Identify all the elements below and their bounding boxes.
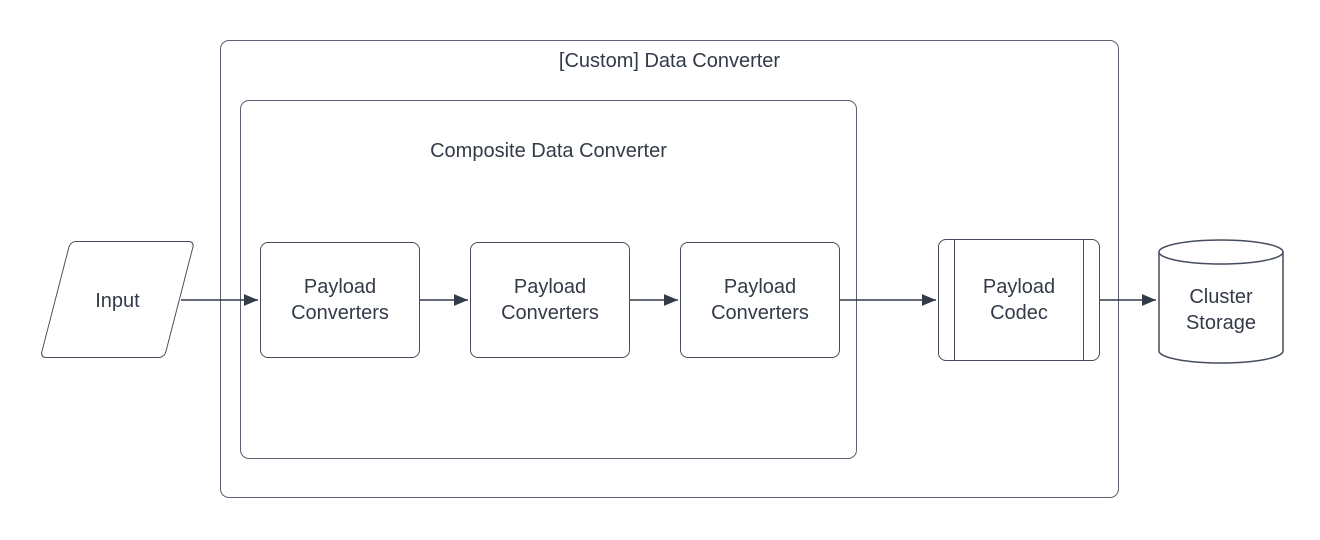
payload-codec-text: Payload Codec [982, 276, 1056, 324]
payload-converters-node-3 [680, 242, 840, 358]
payload-converters-node-2 [470, 242, 630, 358]
payload-codec-node [938, 239, 1100, 361]
cluster-storage-label: Cluster Storage [1161, 257, 1281, 362]
cluster-storage-text: Cluster Storage [1185, 285, 1257, 334]
payload-converters-label-1: Payload Converters [260, 242, 420, 358]
payload-converters-label-2: Payload Converters [470, 242, 630, 358]
payload-converters-text-3: Payload Converters [711, 276, 809, 324]
payload-converters-text-1: Payload Converters [291, 276, 389, 324]
payload-converters-node-1 [260, 242, 420, 358]
input-node-text: Input [95, 289, 140, 312]
custom-data-converter-title: [Custom] Data Converter [558, 50, 781, 72]
payload-converters-label-3: Payload Converters [680, 242, 840, 358]
input-node-label: Input [40, 242, 195, 359]
composite-data-converter-title: Composite Data Converter [430, 140, 667, 162]
codec-right-bar [1083, 240, 1084, 360]
payload-codec-label: Payload Codec [938, 239, 1100, 361]
custom-data-converter-container: [Custom] Data Converter [220, 40, 1119, 498]
payload-converters-text-2: Payload Converters [501, 276, 599, 324]
composite-data-converter-container: Composite Data Converter [240, 100, 857, 459]
codec-left-bar [954, 240, 955, 360]
